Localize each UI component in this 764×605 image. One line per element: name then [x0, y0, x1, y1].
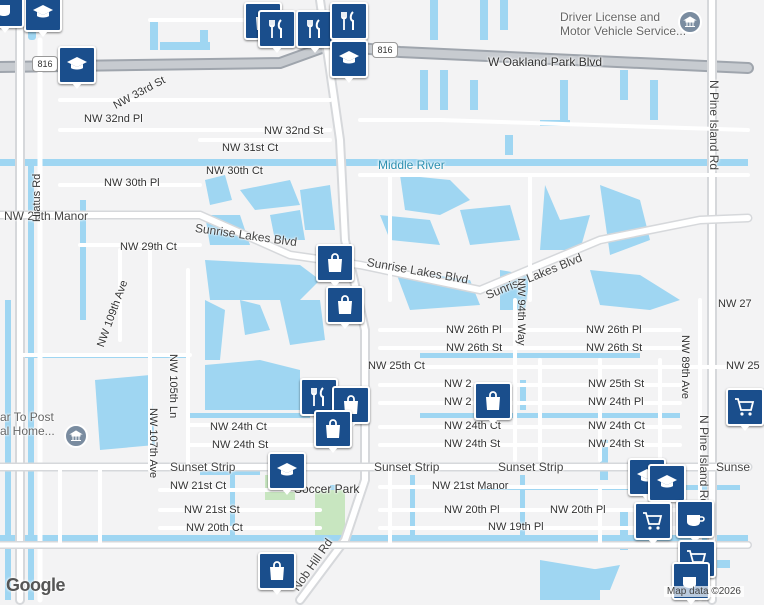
school-pin[interactable] — [58, 46, 96, 89]
coffee-cup-icon — [0, 5, 10, 16]
road-label-nw-27-partial: NW 27 — [718, 298, 752, 310]
road-label-sunset-strip-east: Sunset Strip — [498, 460, 564, 474]
road-label-nw-24th-ct-center: NW 24th Ct — [444, 420, 501, 432]
road-label-nw-24th-ct-east: NW 24th Ct — [588, 420, 645, 432]
shopping-cart-icon — [735, 398, 755, 416]
fork-knife-icon — [269, 19, 282, 38]
road-label-nw-2-partial-b: NW 2 — [444, 396, 472, 408]
road-label-nw-24th-ct-west: NW 24th Ct — [210, 421, 267, 433]
road-label-nw-26th-st-west: NW 26th St — [446, 342, 503, 354]
road-label-nw-19th-pl: NW 19th Pl — [488, 521, 544, 533]
road-label-nw-26th-pl-west: NW 26th Pl — [446, 324, 502, 336]
road-label-n-pine-island-rd-north: N Pine Island Rd — [707, 80, 721, 171]
road-label-nw-30th-ct: NW 30th Ct — [206, 165, 263, 177]
shopping-pin[interactable] — [258, 552, 296, 595]
route-shield-816-west: 816 — [32, 56, 58, 72]
map-attribution[interactable]: Map data ©2026 — [663, 586, 744, 597]
fork-knife-icon — [341, 11, 354, 30]
road-label-nw-29th-ct: NW 29th Ct — [120, 241, 177, 253]
graduation-cap-icon — [33, 5, 53, 18]
school-pin[interactable] — [24, 0, 62, 37]
fork-knife-icon — [307, 19, 320, 38]
grocery-pin[interactable] — [726, 388, 764, 431]
shopping-bag-icon — [326, 419, 340, 438]
road-label-nw-25th-st: NW 25th St — [588, 378, 645, 390]
restaurant-pin[interactable] — [330, 2, 368, 45]
road-label-nw-32nd-pl: NW 32nd Pl — [84, 113, 143, 125]
shopping-pin[interactable] — [474, 382, 512, 425]
cafe-pin[interactable] — [676, 500, 714, 543]
road-label-nw-105th-ln: NW 105th Ln — [167, 354, 179, 419]
graduation-cap-icon — [277, 463, 297, 476]
shopping-bag-icon — [328, 253, 342, 272]
road-label-nw-107th-ave: NW 107th Ave — [147, 408, 159, 479]
road-label-nw-30th-pl: NW 30th Pl — [104, 177, 160, 189]
shopping-cart-icon — [643, 512, 663, 530]
road-label-nw-26th-st-east: NW 26th St — [586, 342, 643, 354]
shopping-pin[interactable] — [326, 286, 364, 329]
graduation-cap-icon — [67, 57, 87, 70]
road-label-nw-20th-pl-west: NW 20th Pl — [444, 504, 500, 516]
poi-label-post[interactable]: ar To Post al Home... — [0, 410, 55, 438]
school-pin[interactable] — [268, 452, 306, 495]
road-label-nw-21st-st: NW 21st St — [184, 504, 240, 516]
shopping-pin[interactable] — [314, 410, 352, 453]
school-pin[interactable] — [330, 40, 368, 83]
road-label-nw-31st-ct: NW 31st Ct — [222, 142, 279, 154]
road-label-nw-21st-ct: NW 21st Ct — [170, 480, 227, 492]
restaurant-pin[interactable] — [258, 10, 296, 53]
grocery-pin[interactable] — [634, 502, 672, 545]
road-label-nw-20th-ct: NW 20th Ct — [186, 522, 243, 534]
coffee-cup-icon — [687, 515, 705, 526]
road-label-nw-25-partial: NW 25 — [726, 360, 760, 372]
road-label-nw-24th-st-center: NW 24th St — [444, 438, 501, 450]
road-label-w-oakland-park-blvd: W Oakland Park Blvd — [488, 55, 603, 69]
road-label-nw-24th-st-east: NW 24th St — [588, 438, 645, 450]
road-label-nw-20th-pl-east: NW 20th Pl — [550, 504, 606, 516]
shopping-bag-icon — [270, 561, 284, 580]
road-label-n-pine-island-rd-south: N Pine Island Rd — [697, 415, 711, 506]
park-label-soccer-park: Soccer Park — [294, 482, 360, 496]
shopping-bag-icon — [486, 391, 500, 410]
road-label-nw-32nd-st: NW 32nd St — [264, 125, 324, 137]
graduation-cap-icon — [657, 475, 677, 488]
school-pin[interactable] — [648, 464, 686, 507]
restaurant-pin[interactable] — [300, 378, 338, 421]
road-label-nw-94th-way: NW 94th Way — [515, 278, 527, 346]
road-label-sunset-strip-center: Sunset Strip — [374, 460, 440, 474]
road-label-sunset-strip-west: Sunset Strip — [170, 460, 236, 474]
road-label-nw-2-partial-a: NW 2 — [444, 378, 472, 390]
government-building-icon[interactable] — [678, 10, 702, 34]
graduation-cap-icon — [339, 51, 359, 64]
road-label-nw-24th-pl: NW 24th Pl — [588, 396, 644, 408]
road-label-nw-21st-manor: NW 21st Manor — [432, 480, 509, 492]
coffee-cup-icon — [683, 577, 696, 588]
water-label-middle-river: Middle River — [378, 158, 445, 172]
road-label-hiatus-rd: Hiatus Rd — [31, 173, 43, 222]
restaurant-pin[interactable] — [296, 10, 334, 53]
road-label-nw-29th-manor: NW 29th Manor — [4, 209, 89, 223]
poi-label-dmv[interactable]: Driver License and Motor Vehicle Service… — [560, 10, 687, 38]
shopping-bag-icon — [338, 295, 352, 314]
shopping-pin[interactable] — [316, 244, 354, 287]
fork-knife-icon — [311, 387, 324, 406]
road-label-sunset-partial: Sunse — [716, 460, 751, 474]
google-logo: Google — [6, 575, 66, 595]
cafe-pin[interactable] — [0, 0, 24, 33]
government-building-icon[interactable] — [64, 424, 88, 448]
road-label-nw-26th-pl-east: NW 26th Pl — [586, 324, 642, 336]
road-label-nw-24th-st-west: NW 24th St — [212, 439, 269, 451]
road-label-nw-89th-ave: NW 89th Ave — [679, 335, 691, 399]
road-label-nw-25th-ct: NW 25th Ct — [368, 360, 425, 372]
route-shield-816-east: 816 — [372, 42, 398, 58]
